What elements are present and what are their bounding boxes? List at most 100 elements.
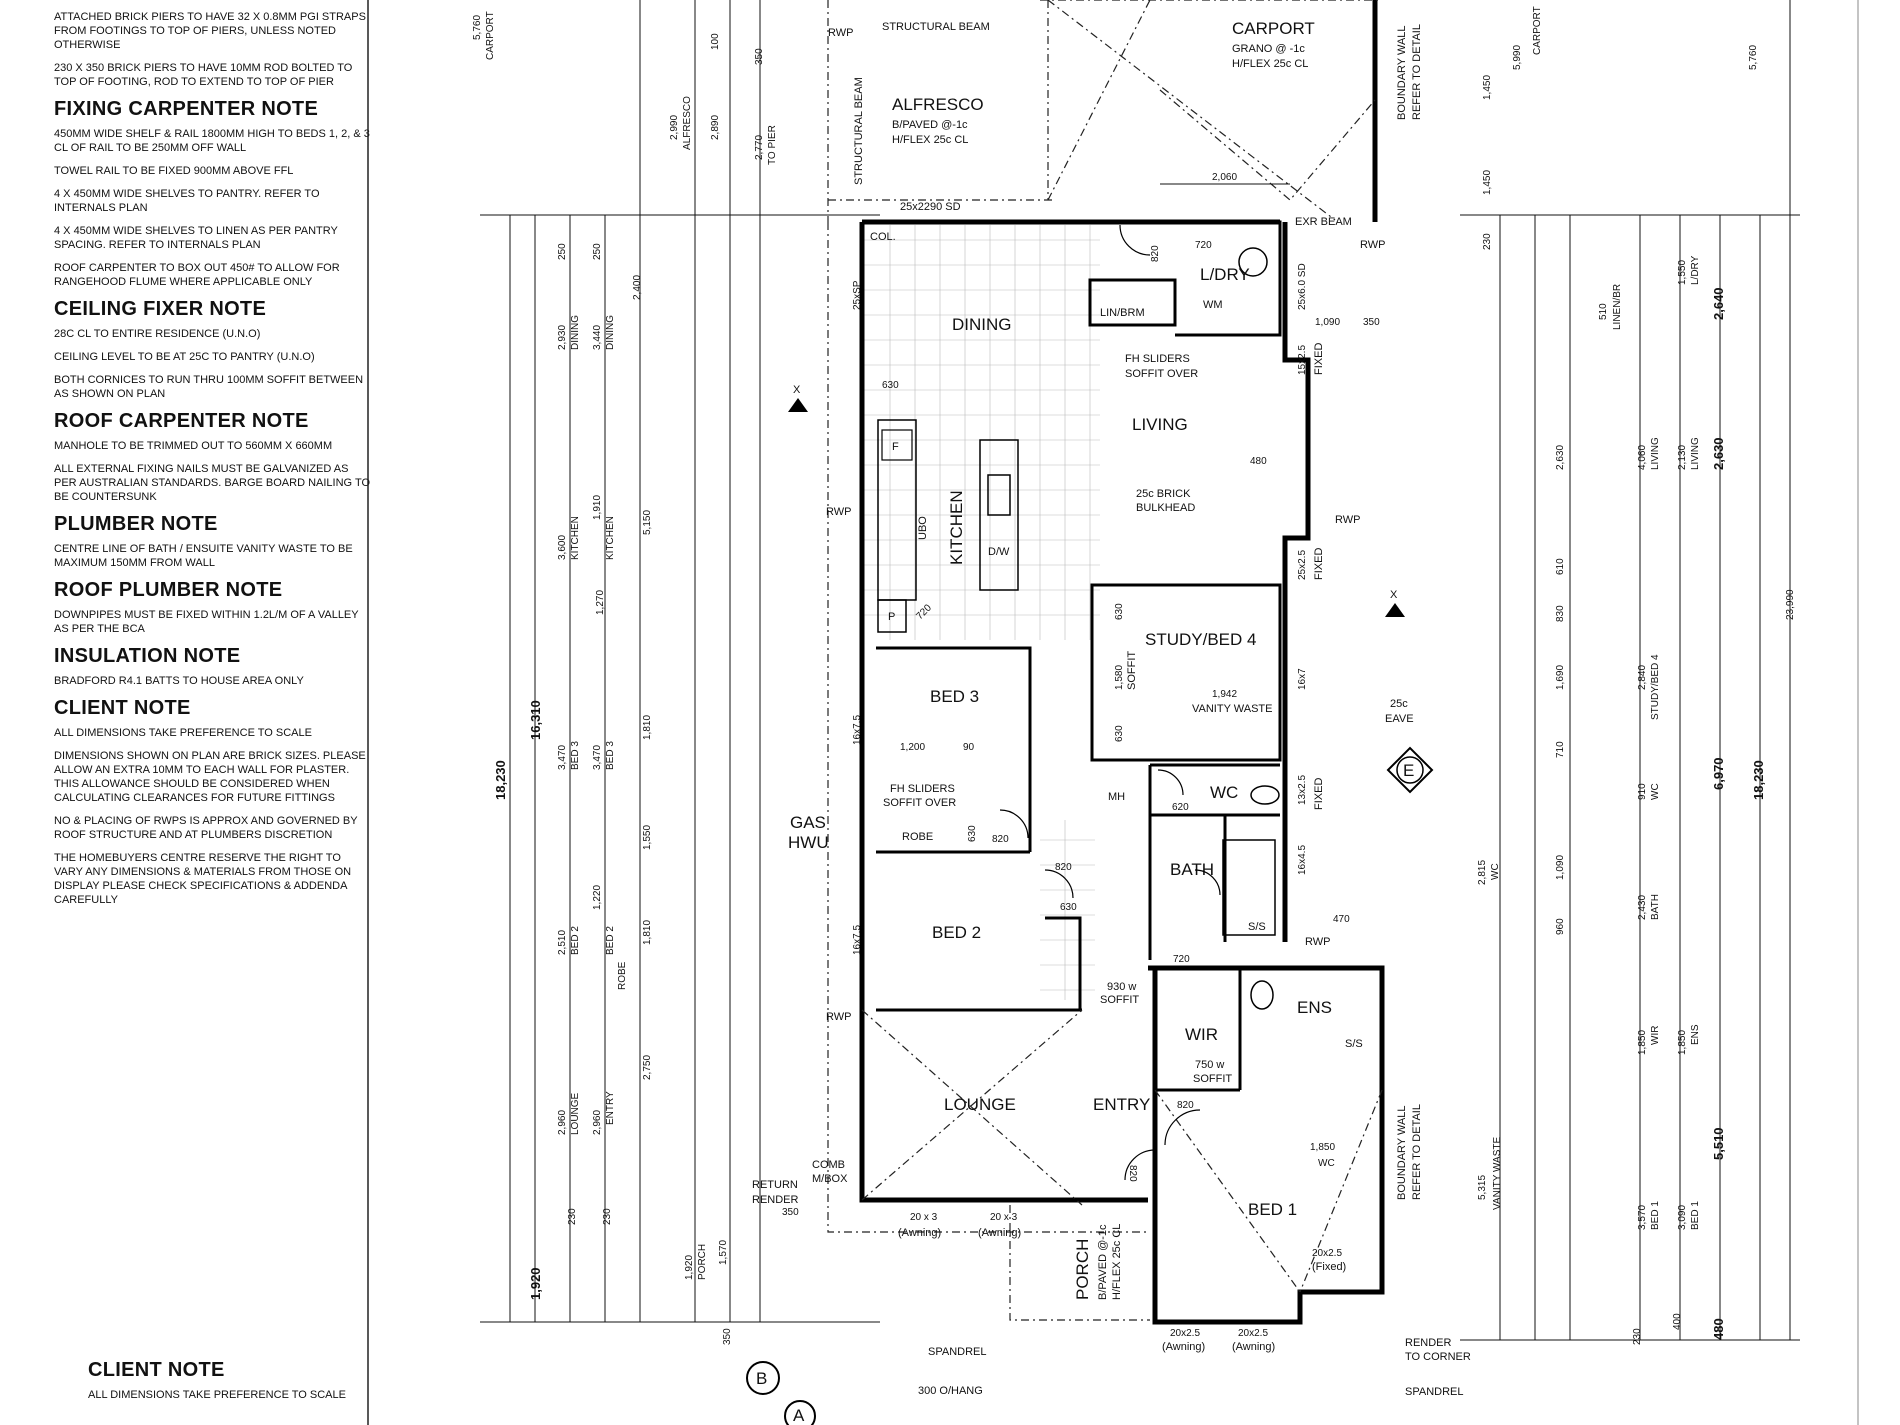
note-pantry-shelves: 4 x 450mm WIDE SHELVES TO PANTRY. REFER … (54, 188, 320, 214)
dim-820-entry: 820 (1177, 1100, 1194, 1111)
dim-23990: 23,990 (1785, 589, 1796, 620)
note-ceiling-pantry: CEILING LEVEL TO BE AT 25c TO PANTRY (U.… (54, 351, 315, 363)
size-window-bath: 16x4.5 (1297, 845, 1308, 875)
label-eave-1: 25c (1390, 698, 1408, 710)
note-towel-rail: TOWEL RAIL TO BE FIXED 900mm ABOVE FFL (54, 165, 294, 177)
dim-910: 910 (1637, 783, 1648, 800)
alfresco-finish-2: H/FLEX 25c CL (892, 134, 968, 146)
label-dw: D/W (988, 546, 1010, 558)
room-wir: WIR (1185, 1025, 1218, 1044)
svg-text:E: E (1403, 761, 1414, 780)
label-awning-4: (Awning) (1232, 1341, 1275, 1353)
dim-1580: 1,580 (1114, 665, 1125, 690)
dim-2960b: 2,960 (592, 1110, 603, 1135)
note-vanity-waste: CENTRE LINE OF BATH / ENSUITE VANITY WAS… (54, 543, 353, 569)
dim-2770: 2,770 (754, 135, 765, 160)
dim-610: 610 (1555, 558, 1566, 575)
svg-text:B: B (756, 1369, 767, 1388)
heading-roof-carpenter: ROOF CARPENTER NOTE (54, 410, 309, 432)
dim-1450-right-b: 1,450 (1482, 170, 1493, 195)
dim-230-right-bottom: 230 (1632, 1328, 1643, 1345)
dim-wir-right: WIR (1650, 1026, 1661, 1045)
dim-820-front: 820 (1127, 1165, 1138, 1182)
dim-960: 960 (1555, 918, 1566, 935)
room-bed3: BED 3 (930, 687, 979, 706)
fridge-box (881, 429, 913, 461)
label-awning-3: (Awning) (1162, 1341, 1205, 1353)
dim-1690: 1,690 (1555, 665, 1566, 690)
label-ubo: UBO (917, 516, 929, 540)
note-brick-sizes: DIMENSIONS SHOWN ON PLAN ARE BRICK SIZES… (54, 750, 366, 804)
label-awning-1: (Awning) (898, 1227, 941, 1239)
elevation-marker-b: B (746, 1361, 780, 1395)
note-batts: BRADFORD R4.1 BATTS TO HOUSE AREA ONLY (54, 675, 304, 687)
tile-grid (862, 225, 1100, 640)
label-render-corner-1: RENDER (1405, 1337, 1452, 1349)
dim-1550-right: 1,550 (1677, 260, 1688, 285)
section-marker-x-right: X (1385, 589, 1405, 617)
dim-510: 510 (1598, 303, 1609, 320)
dim-5990-right: 5,990 (1512, 45, 1523, 70)
dim-3440: 3,440 (592, 325, 603, 350)
dim-3090: 3,090 (1677, 1205, 1688, 1230)
label-soffit-wir: SOFFIT (1193, 1073, 1232, 1085)
room-ens: ENS (1297, 998, 1332, 1017)
dim-720-pantry: 720 (914, 602, 934, 622)
dim-480-right: 480 (1711, 1318, 1726, 1340)
dim-350-return: 350 (782, 1207, 799, 1218)
dim-630-study-a: 630 (1114, 603, 1125, 620)
dim-1810-b: 1,810 (642, 920, 653, 945)
dim-1220: 1,220 (592, 885, 603, 910)
dim-kitchen-left: KITCHEN (570, 516, 581, 560)
dim-1850-ens: 1,850 (1677, 1030, 1688, 1055)
hall-tile-grid (1040, 820, 1095, 1000)
label-overhang: 300 O/HANG (918, 1385, 983, 1397)
note-brick-piers-rod: 230 x 350 BRICK PIERS TO HAVE 10mm ROD B… (54, 62, 353, 88)
dim-bed3-left-2: BED 3 (605, 741, 616, 770)
dim-3470: 3,470 (557, 745, 568, 770)
dim-2130: 2,130 (1677, 445, 1688, 470)
label-soffit-over-2: SOFFIT OVER (883, 797, 956, 809)
room-study: STUDY/BED 4 (1145, 630, 1256, 649)
section-marker-x-left: X (788, 384, 808, 412)
dim-3470b: 3,470 (592, 745, 603, 770)
dim-living-right-2: LIVING (1690, 437, 1701, 470)
svg-text:A: A (793, 1406, 805, 1425)
room-bath: BATH (1170, 860, 1214, 879)
label-boundary-bottom-1: BOUNDARY WALL (1396, 1105, 1408, 1200)
dim-1270: 1,270 (595, 590, 606, 615)
dim-bath-right: BATH (1650, 894, 1661, 920)
heading-client: CLIENT NOTE (54, 697, 191, 719)
dim-2815: 2,815 (1477, 860, 1488, 885)
heading-insulation: INSULATION NOTE (54, 645, 241, 667)
label-structural-beam-side: STRUCTURAL BEAM (853, 77, 865, 185)
dim-3570: 3,570 (1637, 1205, 1648, 1230)
label-ss-bath: S/S (1248, 921, 1266, 933)
heading-ceiling-fixer: CEILING FIXER NOTE (54, 298, 267, 320)
dim-630-bed2: 630 (1060, 902, 1077, 913)
room-bed1: BED 1 (1248, 1200, 1297, 1219)
label-rwp-left-mid: RWP (826, 506, 851, 518)
svg-text:X: X (793, 384, 801, 396)
dim-2750: 2,750 (642, 1055, 653, 1080)
dim-bed1-right-2: BED 1 (1690, 1201, 1701, 1230)
dim-2400: 2,400 (632, 275, 643, 300)
dim-kitchen-left-2: KITCHEN (605, 516, 616, 560)
dim-1550: 1,550 (642, 825, 653, 850)
label-930w: 930 w (1107, 981, 1136, 993)
size-window-bed3: 16x7.5 (852, 715, 863, 745)
label-render: RENDER (752, 1194, 799, 1206)
dim-350-porch: 350 (722, 1328, 733, 1345)
elevation-marker-a: A (784, 1400, 816, 1425)
size-window-awning-4: 20x2.5 (1238, 1328, 1268, 1339)
size-window-study: 16x7 (1297, 668, 1308, 690)
size-window-ldry: 25x6.0 SD (1297, 263, 1308, 310)
dim-820-bed2: 820 (1055, 862, 1072, 873)
label-fh-sliders-2: FH SLIDERS (890, 783, 955, 795)
dim-620-wc: 620 (1172, 802, 1189, 813)
label-boundary-bottom-2: REFER TO DETAIL (1411, 1104, 1423, 1200)
elevation-marker-e: E (1386, 746, 1434, 794)
dim-ldry-right: L/DRY (1690, 255, 1701, 285)
label-boundary-top-1: BOUNDARY WALL (1396, 25, 1408, 120)
